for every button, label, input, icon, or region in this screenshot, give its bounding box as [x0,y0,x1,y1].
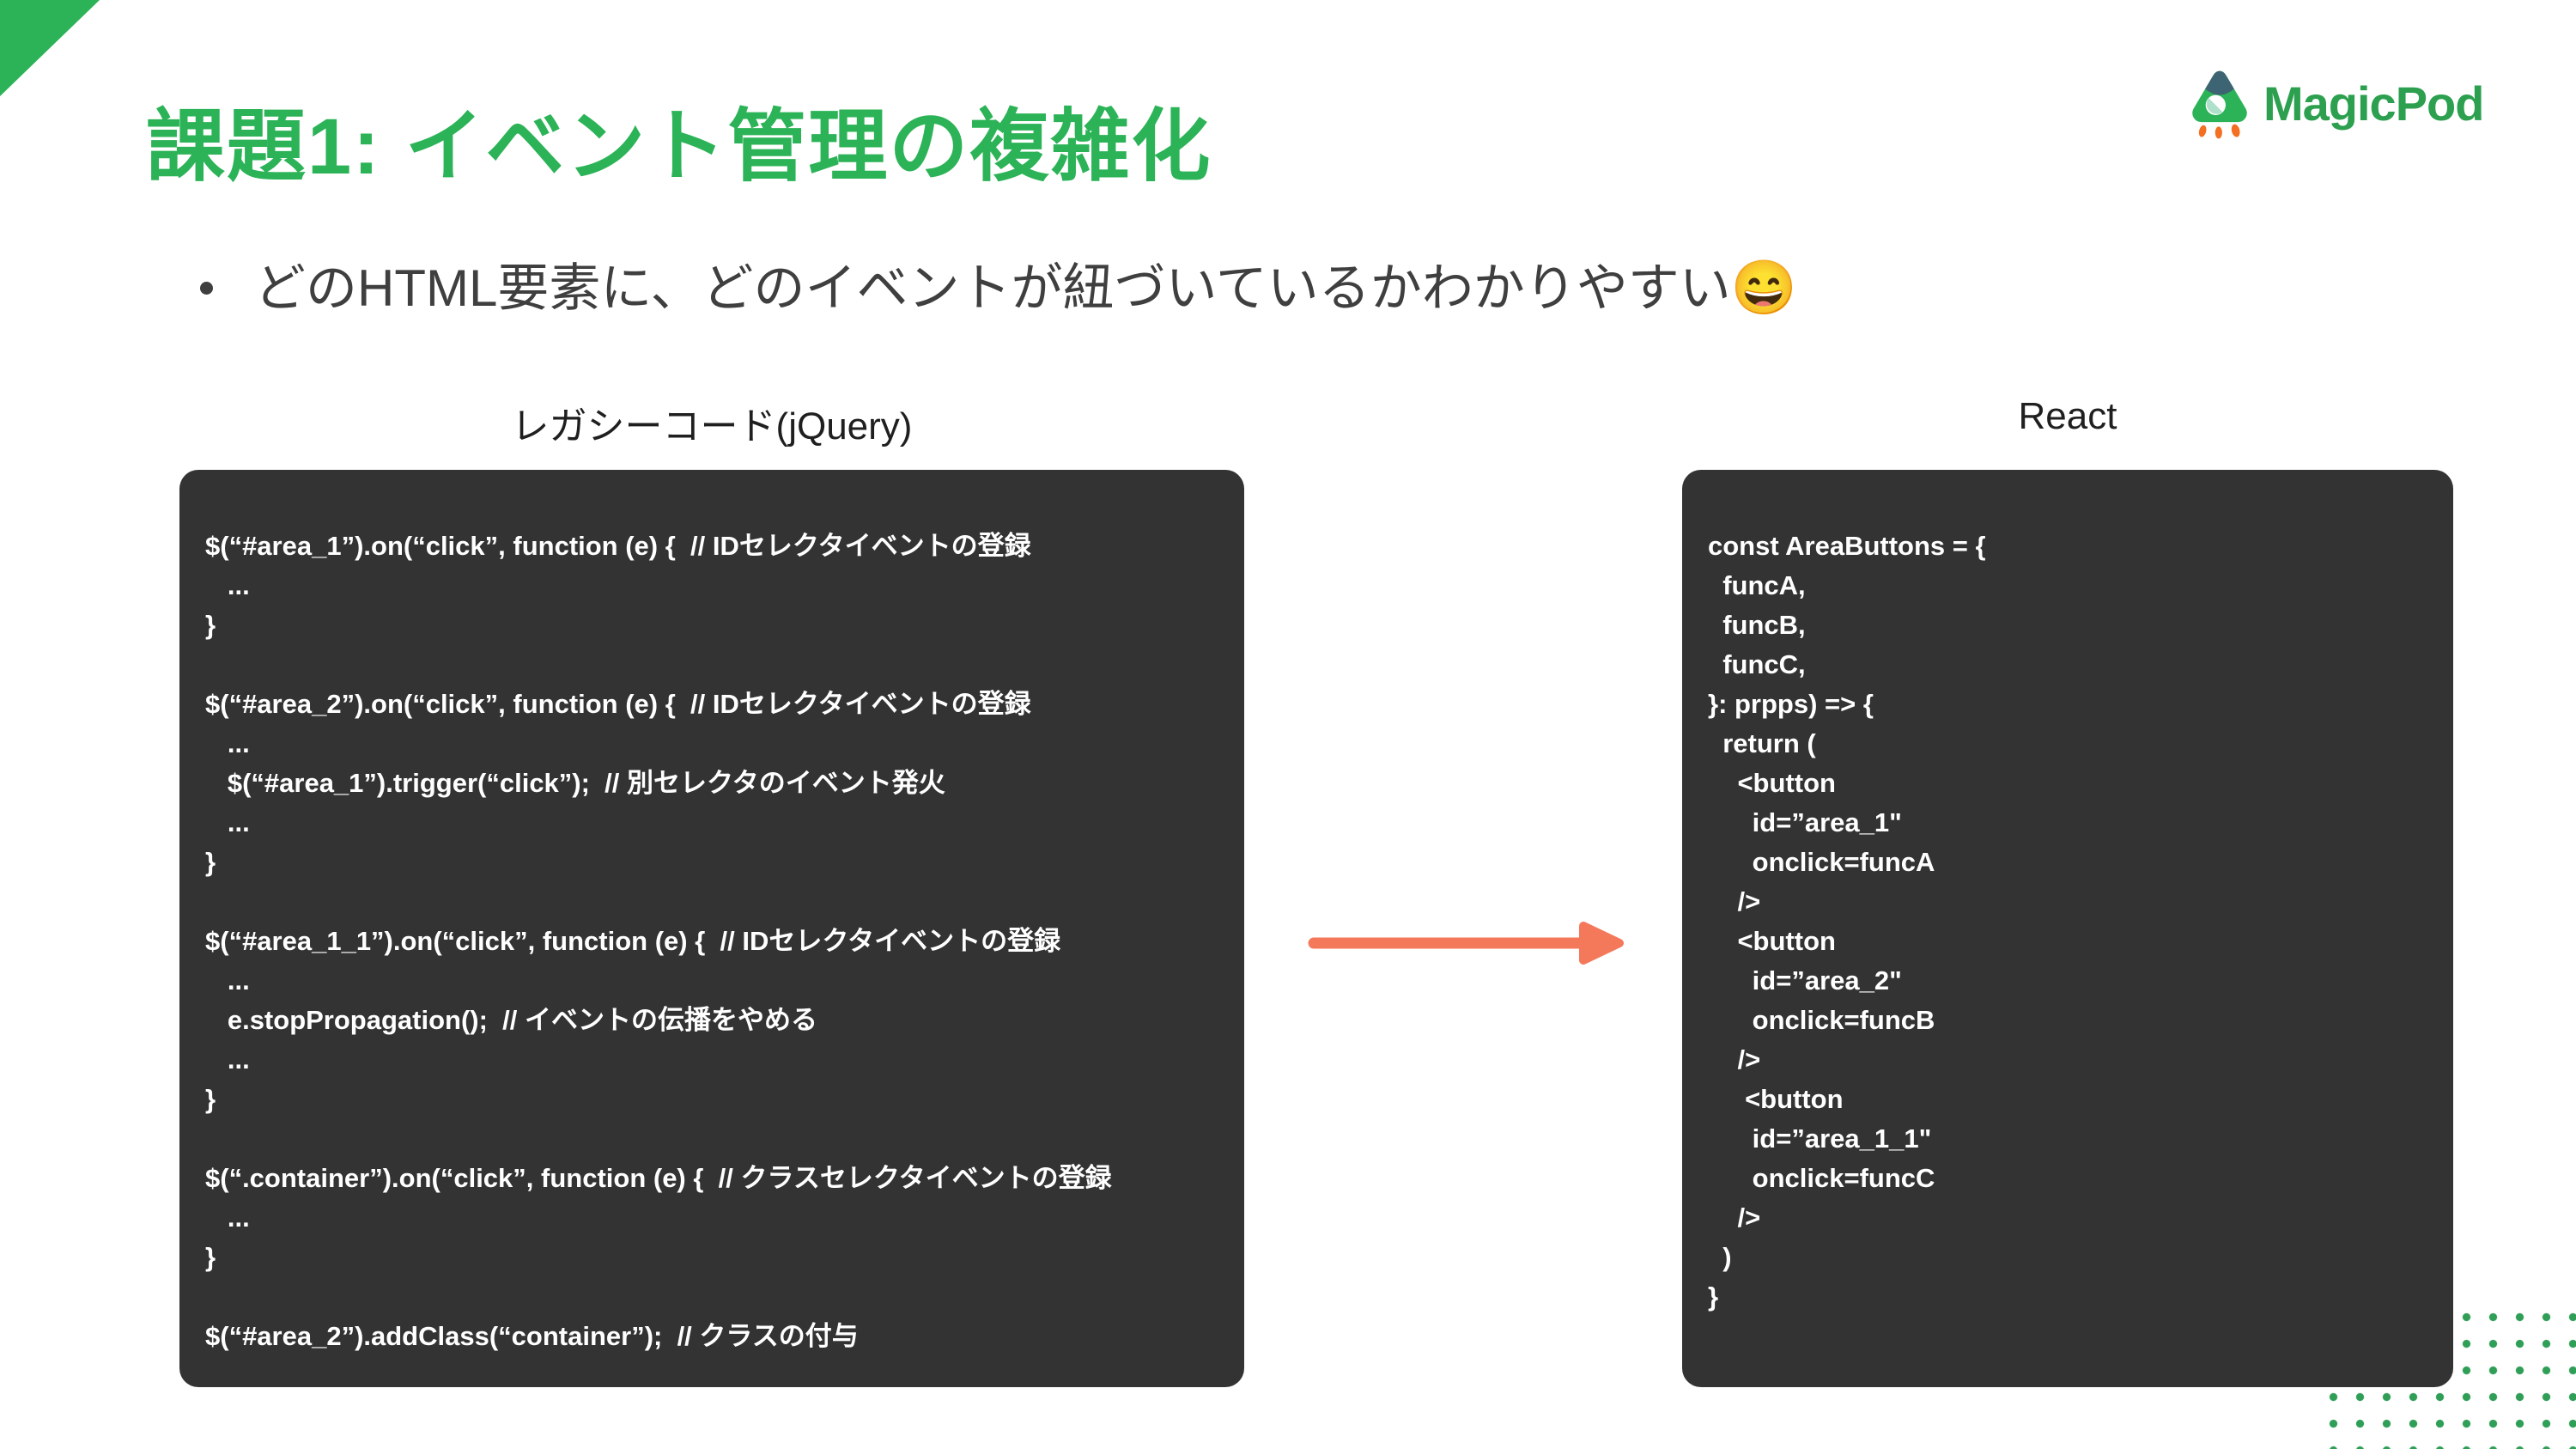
jquery-code-panel: $(“#area_1”).on(“click”, function (e) { … [179,470,1244,1387]
react-code-panel: const AreaButtons = { funcA, funcB, func… [1682,470,2453,1387]
right-panel-label: React [2018,395,2117,437]
bullet-item: どのHTML要素に、どのイベントが紐づいているかわかりやすい😄 [200,256,1797,321]
magicpod-logo: MagicPod [2190,67,2484,139]
jquery-code: $(“#area_1”).on(“click”, function (e) { … [205,531,1112,1351]
grinning-emoji: 😄 [1730,259,1797,318]
bullet-marker [200,282,213,295]
right-arrow [1308,922,1624,965]
bullet-text: どのHTML要素に、どのイベントが紐づいているかわかりやすい😄 [254,259,1797,318]
left-panel-label: レガシーコード(jQuery) [511,405,913,447]
page-title: 課題1: イベント管理の複雑化 [146,103,1212,191]
rocket-icon [2190,67,2250,139]
react-code: const AreaButtons = { funcA, funcB, func… [1708,531,1986,1312]
logo-wordmark: MagicPod [2263,76,2484,131]
corner-triangle-decoration [0,0,100,96]
